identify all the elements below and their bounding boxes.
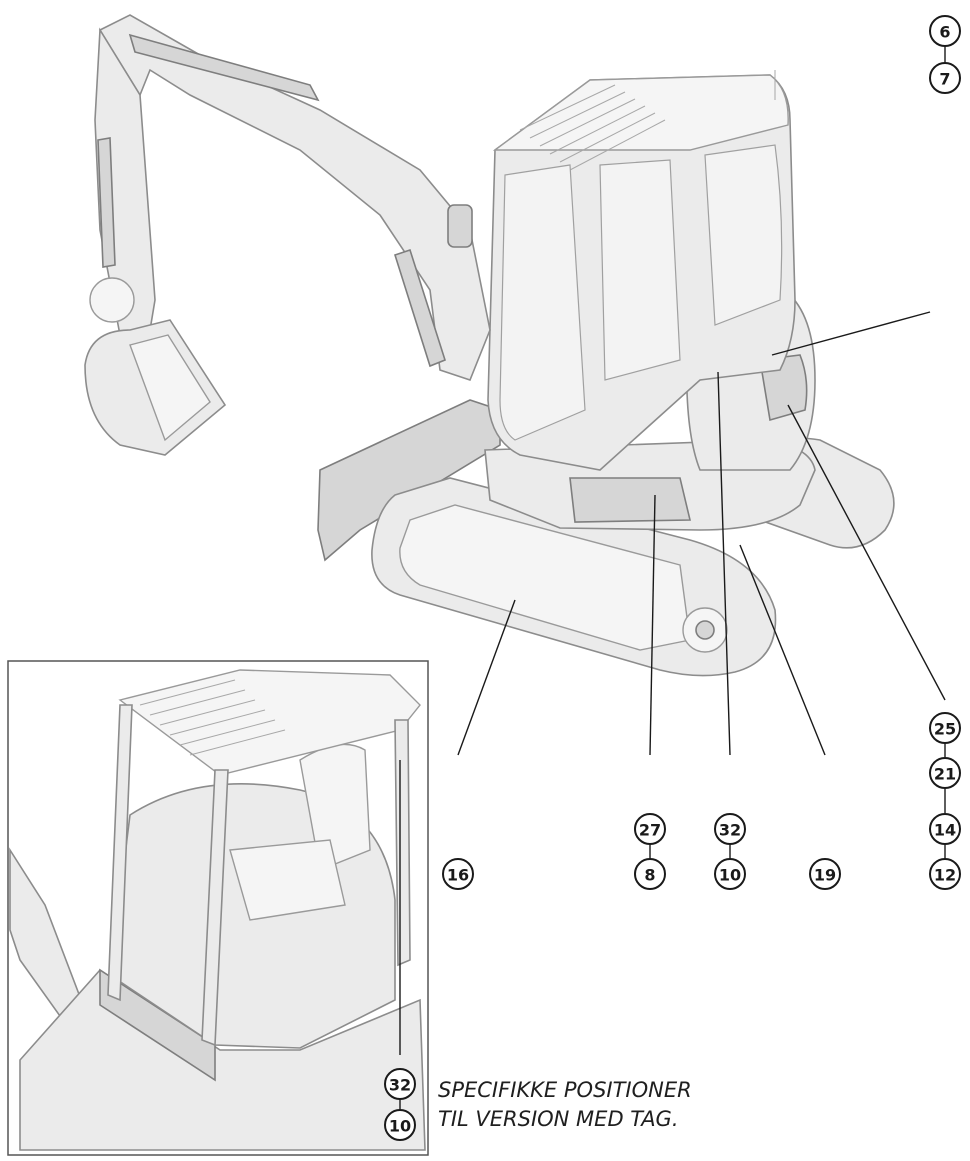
bucket-link: [89, 277, 135, 323]
callout-14: 14: [929, 813, 961, 845]
callout-6-label: 6: [939, 23, 950, 42]
callout-12: 12: [929, 858, 961, 890]
leader-25-21-14-12: [787, 404, 946, 701]
callout-21: 21: [929, 757, 961, 789]
caption-line-1: SPECIFIKKE POSITIONER: [438, 1078, 692, 1102]
cab-door-window: [599, 159, 681, 381]
callout-12-label: 12: [934, 866, 956, 885]
callout-32: 32: [714, 813, 746, 845]
mirror: [447, 204, 473, 248]
cab-roof: [492, 74, 789, 151]
swing-cylinder: [394, 248, 446, 368]
leader-lines: [399, 46, 946, 1110]
inset-roof-guard: [139, 679, 286, 756]
boom-cylinder: [128, 33, 320, 102]
callout-16: 16: [442, 858, 474, 890]
inset-seat-back: [299, 743, 371, 871]
callout-8-label: 8: [644, 866, 655, 885]
callout-10-label: 10: [719, 866, 741, 885]
callout-6: 6: [929, 15, 961, 47]
bucket-inner: [129, 334, 211, 442]
callout-10: 10: [714, 858, 746, 890]
leader-19: [739, 544, 826, 756]
leader-27-8: [649, 494, 656, 756]
callout-8: 8: [634, 858, 666, 890]
callout-25-label: 25: [934, 720, 956, 739]
inset-callout-32-label: 32: [389, 1076, 411, 1095]
idler-hub: [695, 620, 715, 640]
inset-seat: [229, 839, 346, 921]
inset-panel: [7, 660, 429, 1156]
cab-front-window: [499, 164, 586, 441]
inset-callout-10-label: 10: [389, 1117, 411, 1136]
callout-7: 7: [929, 62, 961, 94]
cab-rear-window: [704, 144, 783, 326]
callout-14-label: 14: [934, 821, 956, 840]
callout-25: 25: [929, 712, 961, 744]
callout-16-label: 16: [447, 866, 469, 885]
inset-caption: SPECIFIKKE POSITIONER TIL VERSION MED TA…: [438, 1076, 692, 1134]
inset-canopy-post-mid: [201, 769, 229, 1047]
step-panel: [569, 477, 692, 523]
arm-cylinder: [97, 137, 116, 268]
leader-16: [457, 599, 516, 756]
caption-line-2: TIL VERSION MED TAG.: [438, 1107, 679, 1131]
callout-27: 27: [634, 813, 666, 845]
callout-27-label: 27: [639, 821, 661, 840]
inset-canopy-post-front: [107, 704, 133, 1002]
callout-21-label: 21: [934, 765, 956, 784]
callout-19-label: 19: [814, 866, 836, 885]
excavator-illustration: [84, 14, 895, 677]
canopy-illustration: [9, 669, 426, 1151]
inset-canopy-post-rear: [394, 719, 411, 967]
leader-6-7: [771, 311, 931, 356]
inset-callout-10: 10: [384, 1109, 416, 1141]
callout-7-label: 7: [939, 70, 950, 89]
callout-32-label: 32: [719, 821, 741, 840]
leader-32-10: [717, 371, 731, 756]
callout-19: 19: [809, 858, 841, 890]
roof-guard: [519, 84, 666, 171]
track-frame: [399, 504, 691, 651]
inset-callout-32: 32: [384, 1068, 416, 1100]
